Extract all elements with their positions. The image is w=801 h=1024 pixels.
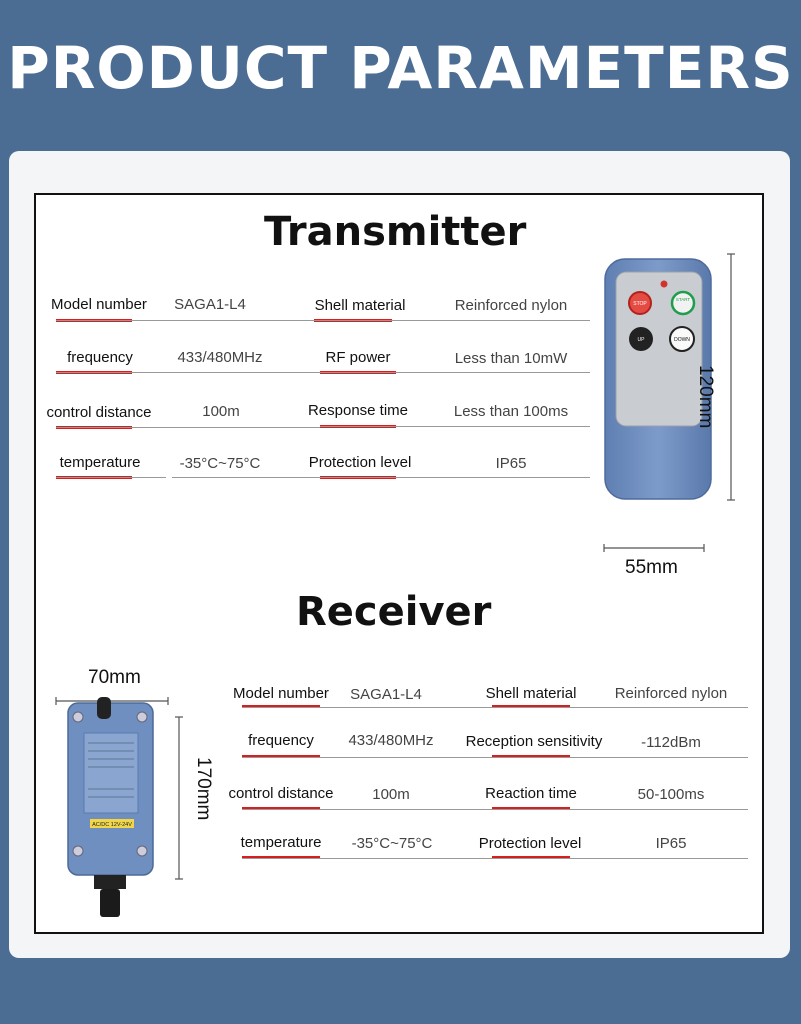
rx-sensitivity-underline: [492, 755, 570, 758]
receiver-height-dimension: 170mm: [193, 757, 214, 821]
rx-reaction-value: 50-100ms: [637, 786, 705, 803]
rx-distance-underline: [242, 807, 320, 810]
rx-row1-line-b: [492, 707, 748, 708]
tx-row4-line-b: [320, 477, 590, 478]
rx-protection-underline: [492, 856, 570, 859]
rx-row1-line-a: [242, 707, 502, 708]
svg-text:STOP: STOP: [633, 301, 647, 307]
tx-model-value: SAGA1-L4: [174, 296, 246, 313]
rx-shell-label: Shell material: [485, 685, 577, 702]
tx-row3-line-b: [320, 426, 590, 427]
rx-row4-line-b: [492, 858, 748, 859]
rx-shell-value: Reinforced nylon: [614, 685, 728, 702]
tx-temperature-label: temperature: [59, 454, 141, 471]
tx-protection-value: IP65: [495, 455, 527, 472]
tx-response-label: Response time: [307, 402, 409, 419]
rx-protection-label: Protection level: [478, 835, 582, 852]
rx-row3-line-b: [492, 809, 748, 810]
svg-text:AC/DC 12V-24V: AC/DC 12V-24V: [92, 822, 132, 828]
tx-shell-label: Shell material: [314, 297, 406, 314]
rx-temperature-value: -35°C~75°C: [351, 835, 433, 852]
tx-row4-line-a2: [172, 477, 356, 478]
svg-text:DOWN: DOWN: [674, 337, 690, 343]
tx-rf-power-label: RF power: [325, 349, 391, 366]
rx-temperature-underline: [242, 856, 320, 859]
transmitter-remote-image: STOP START UP DOWN: [603, 253, 735, 552]
tx-row2-line-a: [56, 372, 356, 373]
receiver-box-image: AC/DC 12V-24V: [55, 697, 183, 917]
tx-row1-line-b: [314, 320, 590, 321]
parameters-frame: Transmitter Model number SAGA1-L4 Shell …: [34, 193, 764, 934]
rx-frequency-label: frequency: [248, 732, 314, 749]
receiver-width-dimension: 70mm: [88, 667, 141, 688]
transmitter-title: Transmitter: [264, 209, 527, 255]
rx-frequency-value: 433/480MHz: [348, 732, 434, 749]
rx-model-underline: [242, 705, 320, 708]
tx-temperature-value: -35°C~75°C: [179, 455, 261, 472]
rx-row2-line-a: [242, 757, 502, 758]
rx-model-label: Model number: [233, 685, 329, 702]
svg-text:START: START: [676, 297, 691, 302]
rx-shell-underline: [492, 705, 570, 708]
rx-distance-label: control distance: [228, 785, 334, 802]
tx-distance-label: control distance: [46, 404, 152, 421]
rx-row2-line-b: [492, 757, 748, 758]
rx-frequency-underline: [242, 755, 320, 758]
rx-reaction-underline: [492, 807, 570, 810]
svg-text:UP: UP: [638, 337, 646, 343]
rx-sensitivity-label: Reception sensitivity: [465, 733, 603, 750]
rx-sensitivity-value: -112dBm: [641, 734, 701, 751]
tx-model-label: Model number: [51, 296, 147, 313]
rx-temperature-label: temperature: [240, 834, 322, 851]
rx-distance-value: 100m: [372, 786, 410, 803]
tx-row2-line-b: [320, 372, 590, 373]
tx-protection-label: Protection level: [308, 454, 412, 471]
rx-row3-line-a: [242, 809, 502, 810]
tx-frequency-label: frequency: [67, 349, 133, 366]
tx-row3-line-a: [56, 427, 356, 428]
tx-row4-line-a: [56, 477, 166, 478]
tx-response-value: Less than 100ms: [453, 403, 569, 420]
transmitter-height-dimension: 120mm: [695, 365, 716, 429]
tx-frequency-value: 433/480MHz: [177, 349, 263, 366]
tx-shell-value: Reinforced nylon: [454, 297, 568, 314]
tx-row1-line-a: [56, 320, 356, 321]
tx-rf-power-value: Less than 10mW: [454, 350, 568, 367]
page-title: PRODUCT PARAMETERS: [7, 34, 794, 102]
receiver-title: Receiver: [296, 589, 492, 635]
rx-model-value: SAGA1-L4: [350, 686, 422, 703]
rx-row4-line-a: [242, 858, 502, 859]
tx-distance-value: 100m: [202, 403, 240, 420]
rx-reaction-label: Reaction time: [485, 785, 577, 802]
rx-protection-value: IP65: [655, 835, 687, 852]
transmitter-width-dimension: 55mm: [625, 557, 678, 578]
